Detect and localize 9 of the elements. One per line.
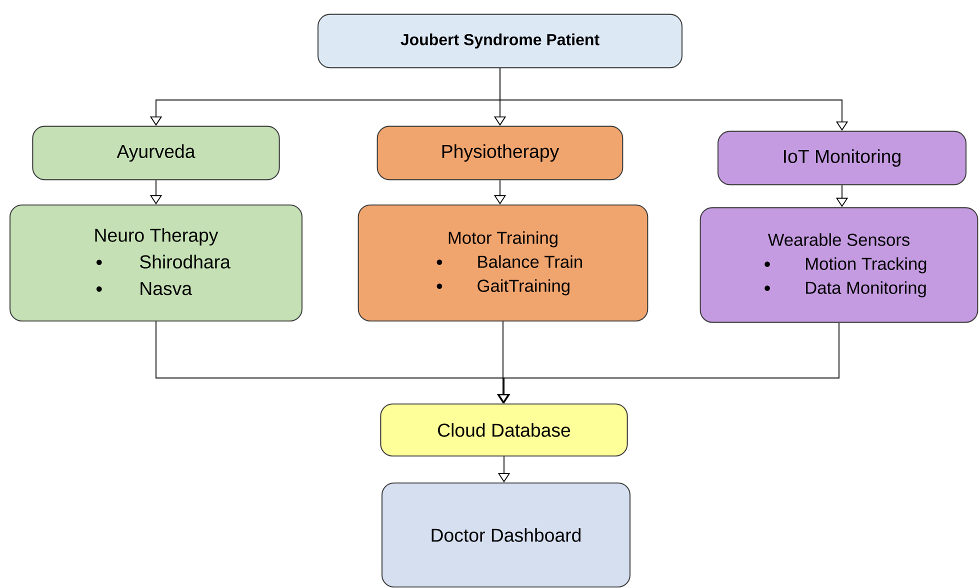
start-box: Joubert Syndrome Patient xyxy=(317,14,683,68)
process-box: Physiotherapy xyxy=(376,126,624,180)
process-box: Ayurveda xyxy=(32,126,280,180)
list-box: Motor Training Balance Train GaitTraining xyxy=(358,204,648,322)
list-box: Neuro Therapy Shirodhara Nasva xyxy=(9,204,303,322)
process-box: IoT Monitoring xyxy=(717,130,967,186)
list-box: Wearable Sensors Motion Tracking Data Monitoring xyxy=(700,207,978,323)
process-box: Cloud Database xyxy=(380,403,628,457)
process-box: Doctor Dashboard xyxy=(381,482,631,588)
